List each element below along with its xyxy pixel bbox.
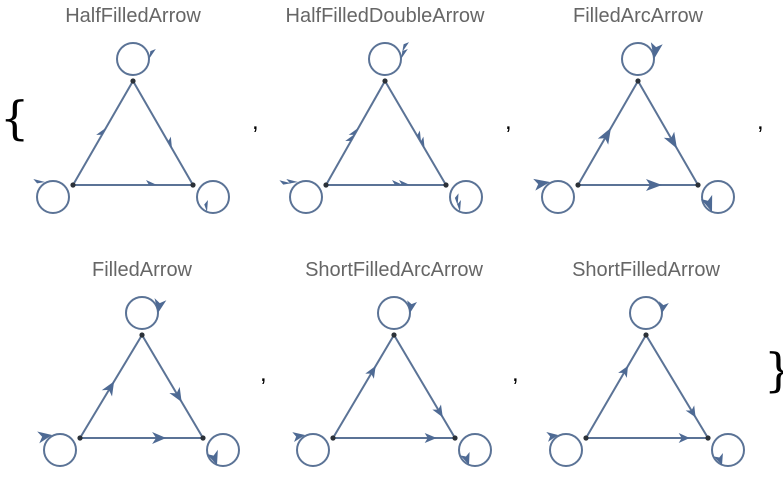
graph-short-filled-arc-arrow xyxy=(292,296,492,467)
arrowhead xyxy=(154,298,167,313)
arrowhead xyxy=(146,180,157,185)
graph-filled-arrow xyxy=(37,296,240,467)
self-loop-left xyxy=(43,433,77,467)
edge-left-top xyxy=(332,334,395,439)
self-loop-top xyxy=(629,296,663,330)
graph-label: FilledArrow xyxy=(92,259,193,281)
arrowhead xyxy=(279,178,298,185)
self-loop-top xyxy=(368,42,402,76)
separator-comma: , xyxy=(260,360,267,387)
graph-label: FilledArcArrow xyxy=(573,5,704,27)
self-loop-top xyxy=(621,42,655,76)
graph-label: ShortFilledArrow xyxy=(572,259,720,281)
self-loop-top xyxy=(116,42,150,76)
self-loop-left xyxy=(36,180,70,214)
edge-top-right xyxy=(637,80,699,186)
self-loop-left xyxy=(296,433,330,467)
vertex-left xyxy=(70,182,76,188)
self-loop-left xyxy=(541,180,575,214)
self-loop-left xyxy=(289,180,323,214)
self-loop-right xyxy=(458,433,492,467)
vertex-top xyxy=(391,332,397,338)
arrowhead xyxy=(37,431,52,444)
graph-label: HalfFilledArrow xyxy=(65,5,201,27)
separator-comma: , xyxy=(505,108,512,135)
arrowhead xyxy=(533,178,550,191)
arrowhead xyxy=(460,452,470,465)
self-loop-right xyxy=(449,180,483,214)
edge-top-right xyxy=(141,334,204,439)
graph-label: ShortFilledArcArrow xyxy=(305,259,483,281)
graph-filled-arc-arrow xyxy=(533,42,735,214)
self-loop-top xyxy=(125,296,159,330)
arrowhead xyxy=(424,433,437,443)
arrowhead xyxy=(658,301,669,313)
arrowhead xyxy=(33,178,45,184)
vertex-right xyxy=(443,182,449,188)
vertex-right xyxy=(452,435,458,441)
close-brace: } xyxy=(764,343,783,397)
arrowhead xyxy=(417,130,425,149)
edge-top-right xyxy=(393,334,456,439)
self-loop-top xyxy=(377,296,411,330)
vertex-left xyxy=(583,435,589,441)
arrowhead xyxy=(597,127,611,145)
arrowhead xyxy=(401,42,410,59)
vertex-top xyxy=(130,78,136,84)
self-loop-right xyxy=(206,433,240,467)
arrowhead xyxy=(292,432,305,443)
arrowhead xyxy=(101,381,115,397)
graph-half-filled-arrow xyxy=(33,42,230,214)
arrowhead xyxy=(713,452,723,465)
edge-top-right xyxy=(132,80,194,186)
separator-comma: , xyxy=(512,360,519,387)
arrowhead xyxy=(169,386,182,402)
vertex-right xyxy=(200,435,206,441)
arrowhead xyxy=(546,431,558,442)
vertex-top xyxy=(635,78,641,84)
arrowhead xyxy=(407,300,418,313)
vertex-left xyxy=(77,435,83,441)
vertex-top xyxy=(139,332,145,338)
arrowhead xyxy=(365,365,376,379)
arrowhead xyxy=(206,449,218,465)
self-loop-right xyxy=(701,180,735,214)
arrowhead xyxy=(700,194,713,212)
self-loop-left xyxy=(549,433,583,467)
arrowhead xyxy=(432,404,443,418)
arrowhead xyxy=(678,433,690,443)
separator-comma: , xyxy=(252,108,259,135)
vertex-right xyxy=(705,435,711,441)
vertex-left xyxy=(330,435,336,441)
self-loop-right xyxy=(711,433,745,467)
vertex-top xyxy=(643,332,649,338)
vertex-right xyxy=(190,182,196,188)
arrowhead xyxy=(646,179,662,191)
graph-short-filled-arrow xyxy=(546,296,745,467)
arrowhead xyxy=(149,49,156,59)
edge-top-right xyxy=(384,80,447,186)
edge-left-top xyxy=(585,334,647,439)
vertex-left xyxy=(323,182,329,188)
separator-comma: , xyxy=(757,108,764,135)
edge-top-right xyxy=(645,334,709,439)
vertex-top xyxy=(382,78,388,84)
arrowhead xyxy=(454,193,461,212)
arrowhead xyxy=(663,131,677,149)
graph-half-filled-double-arrow xyxy=(279,42,483,214)
arrowhead xyxy=(168,136,172,149)
vertex-right xyxy=(695,182,701,188)
self-loop-right xyxy=(196,180,230,214)
arrowhead xyxy=(685,405,696,418)
arrowhead xyxy=(392,180,410,185)
arrowhead xyxy=(618,365,628,378)
vertex-left xyxy=(575,182,581,188)
graph-label: HalfFilledDoubleArrow xyxy=(286,5,486,27)
arrowhead xyxy=(152,432,167,444)
arrowhead xyxy=(650,42,663,59)
open-brace: { xyxy=(0,91,29,145)
arrowhead xyxy=(204,199,208,212)
